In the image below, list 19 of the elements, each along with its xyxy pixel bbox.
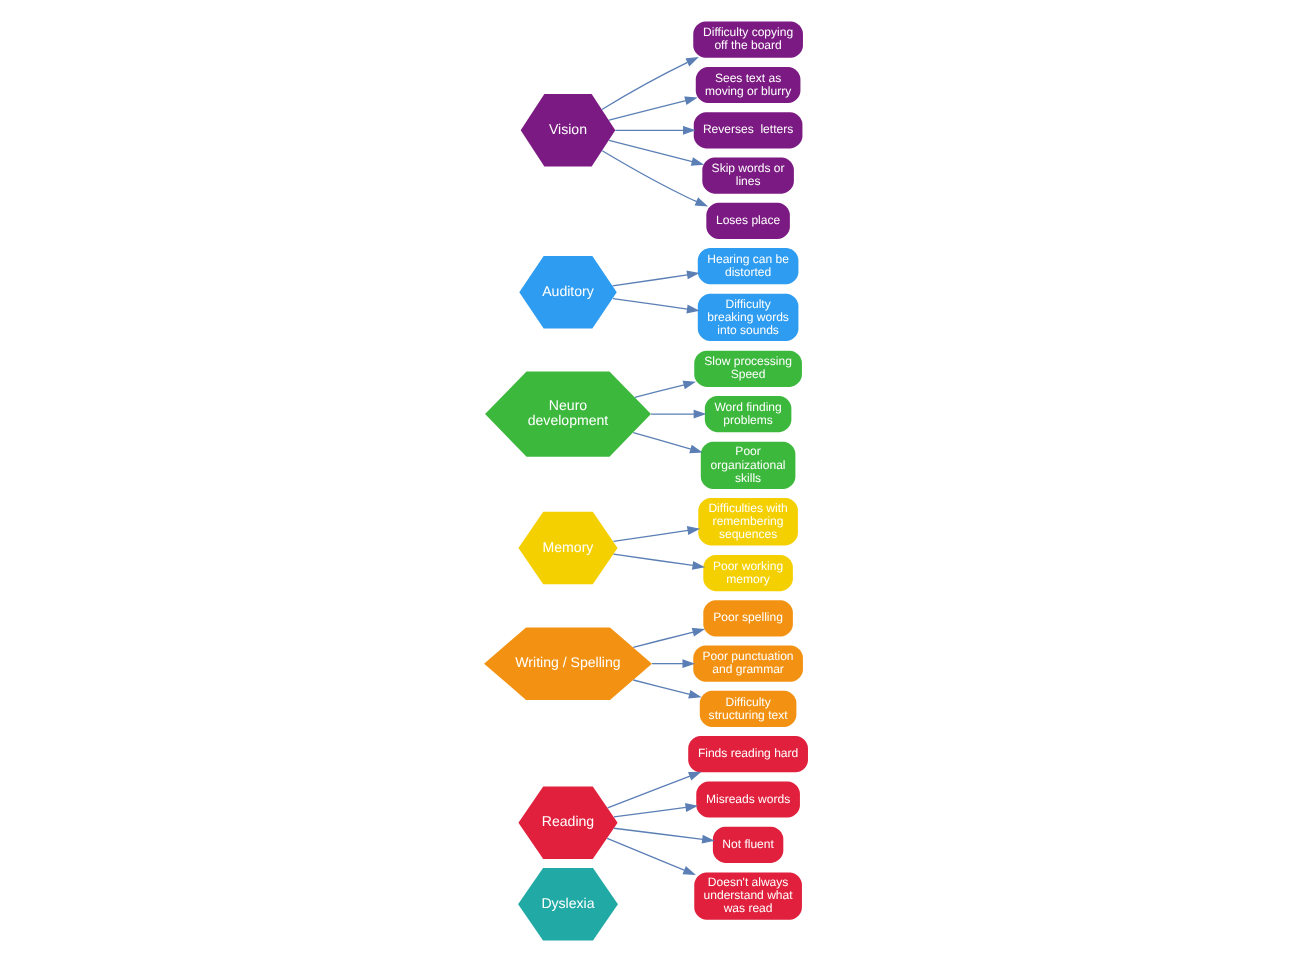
arrow	[613, 125, 695, 135]
arrow	[607, 96, 697, 121]
arrow	[611, 553, 705, 570]
arrow	[610, 270, 699, 287]
arrow	[600, 57, 698, 111]
arrow	[631, 431, 702, 454]
arrow	[607, 139, 704, 166]
arrow	[600, 150, 708, 207]
arrow	[650, 659, 695, 669]
arrow	[631, 627, 705, 648]
arrow	[631, 679, 701, 699]
arrow	[612, 827, 714, 844]
arrow	[612, 803, 698, 818]
arrow	[633, 380, 695, 398]
arrow	[606, 771, 701, 809]
arrow	[605, 837, 695, 875]
arrow	[611, 526, 700, 543]
arrow	[611, 297, 699, 314]
arrow	[649, 409, 706, 419]
